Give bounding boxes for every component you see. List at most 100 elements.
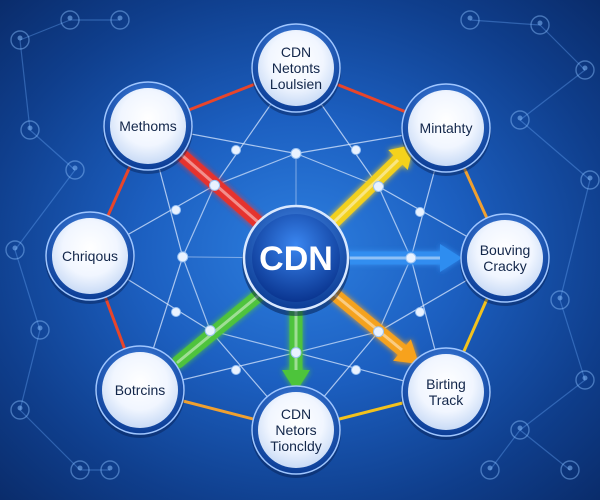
bg-link: [19, 19, 71, 41]
bg-user-head: [17, 405, 23, 411]
bg-link: [489, 429, 521, 471]
bg-link: [19, 409, 81, 471]
bg-user-head: [537, 20, 543, 26]
center-label: CDN: [259, 240, 333, 278]
node-label: Netonts: [272, 60, 320, 76]
bg-link: [519, 429, 571, 471]
mesh-dot: [209, 179, 221, 191]
bg-link: [14, 169, 76, 251]
node-face: [258, 392, 334, 468]
bg-user-icon: [65, 160, 85, 180]
mesh-dot: [373, 181, 384, 192]
mesh-dot: [351, 145, 361, 155]
bg-user-head: [517, 115, 523, 121]
mesh-line: [214, 152, 297, 186]
bg-link: [29, 129, 76, 171]
bg-user-head: [487, 465, 493, 471]
bg-user-icon: [5, 240, 25, 260]
arrow-bottom-right: [327, 287, 419, 364]
node-bottom-left[interactable]: Botrcins: [95, 345, 185, 438]
node-face: [52, 218, 128, 294]
mesh-line: [295, 331, 379, 354]
bg-user-head: [27, 125, 33, 131]
mesh-line: [377, 186, 412, 259]
bg-user-icon: [100, 460, 120, 480]
bg-user-head: [567, 465, 573, 471]
node-label: Mintahty: [420, 120, 473, 136]
flow-arrows: [125, 103, 462, 392]
bg-user-head: [582, 65, 588, 71]
bg-user-head: [107, 465, 113, 471]
mesh-dot: [231, 145, 241, 155]
nodes: CDNNetontsLoulsienMintahtyBouvingCrackyB…: [45, 23, 550, 478]
bg-user-icon: [550, 290, 570, 310]
bg-link: [519, 69, 586, 121]
node-face: [467, 220, 543, 296]
bg-user-head: [587, 175, 593, 181]
mesh-dot: [171, 205, 181, 215]
bg-link: [559, 299, 586, 381]
bg-user-head: [67, 15, 73, 21]
bg-link: [539, 24, 586, 71]
mesh-dot: [177, 251, 189, 263]
bg-link: [19, 39, 31, 131]
bg-user-head: [117, 15, 123, 21]
mesh-dots: [171, 145, 425, 375]
mesh-dot: [415, 207, 425, 217]
mesh-line: [182, 256, 211, 331]
mesh-dot: [290, 347, 302, 359]
bg-user-icon: [20, 120, 40, 140]
bg-user-head: [582, 375, 588, 381]
bg-user-icon: [70, 460, 90, 480]
mesh-line: [182, 185, 216, 258]
mesh-dot: [351, 365, 361, 375]
bg-user-icon: [10, 30, 30, 50]
arrow-top-right: [327, 144, 414, 229]
bg-user-head: [72, 165, 78, 171]
bg-user-head: [517, 425, 523, 431]
node-label: Methoms: [119, 118, 177, 134]
bg-user-icon: [110, 10, 130, 30]
bg-user-head: [37, 325, 43, 331]
mesh-line: [210, 330, 297, 354]
mesh-dot: [204, 325, 216, 337]
node-left[interactable]: Chriqous: [45, 211, 135, 304]
arrow-bottom: [282, 299, 310, 392]
node-label: CDN: [281, 44, 311, 60]
bg-link: [19, 329, 41, 411]
mesh-dot: [415, 307, 425, 317]
bg-user-icon: [460, 10, 480, 30]
mesh-line: [377, 257, 412, 332]
mesh-dot: [405, 252, 417, 264]
node-label: Netors: [275, 422, 316, 438]
bg-user-head: [12, 245, 18, 251]
bg-user-head: [17, 35, 23, 41]
node-label: Bouving: [480, 242, 531, 258]
node-top-left[interactable]: Methoms: [103, 81, 193, 174]
node-face: [408, 354, 484, 430]
node-label: Chriqous: [62, 248, 118, 264]
node-top-right[interactable]: Mintahty: [401, 83, 491, 176]
bg-user-icon: [575, 370, 595, 390]
node-label: Track: [429, 392, 464, 408]
mesh-line: [295, 152, 379, 188]
bg-user-icon: [560, 460, 580, 480]
node-label: CDN: [281, 406, 311, 422]
center-node: CDN: [242, 204, 350, 316]
arrow-bottom-left: [171, 289, 265, 369]
bg-user-icon: [530, 15, 550, 35]
node-label: Tioncldy: [270, 438, 322, 454]
bg-user-icon: [60, 10, 80, 30]
node-face: [102, 352, 178, 428]
bg-user-icon: [30, 320, 50, 340]
bg-user-icon: [575, 60, 595, 80]
bg-link: [559, 179, 591, 301]
mesh-dot: [290, 148, 302, 159]
